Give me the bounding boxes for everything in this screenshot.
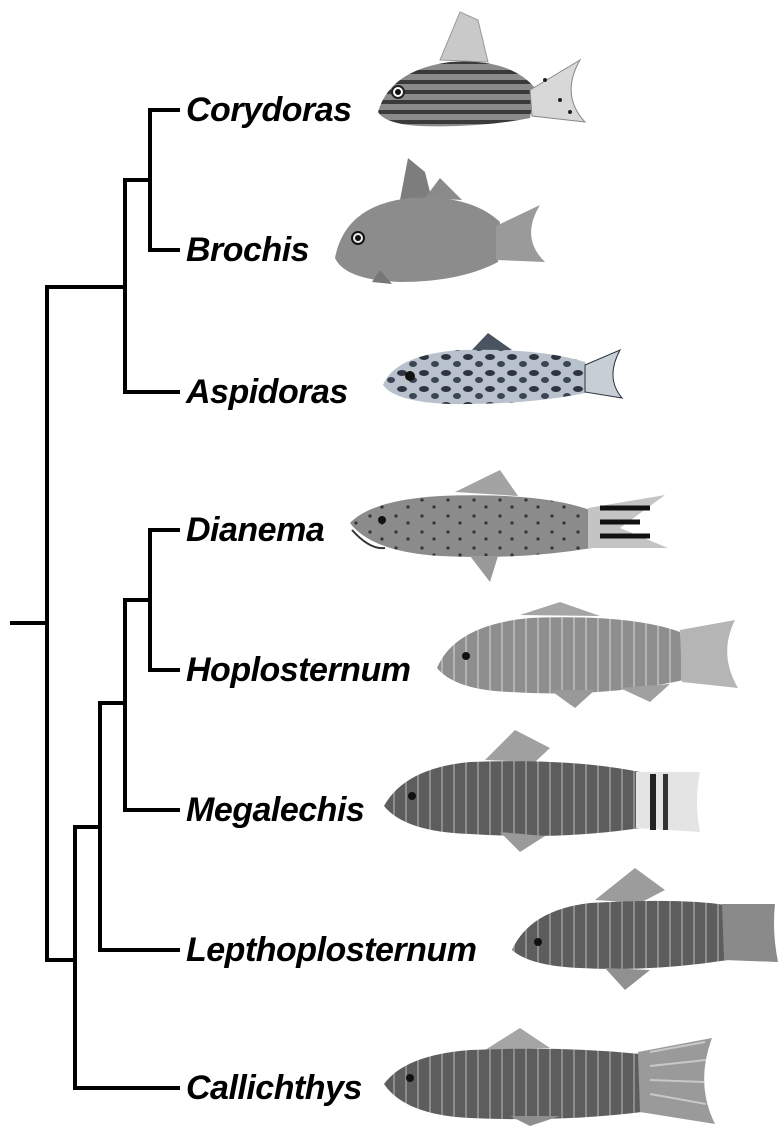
taxon-label-megalechis: Megalechis	[186, 792, 364, 828]
taxon-label-brochis: Brochis	[186, 232, 309, 268]
taxon-label-hoplosternum: Hoplosternum	[186, 652, 410, 688]
megalechis-fish-icon	[384, 730, 700, 852]
aspidoras-fish-icon	[383, 333, 622, 404]
taxon-label-lepthoplosternum: Lepthoplosternum	[186, 932, 476, 968]
taxon-label-aspidoras: Aspidoras	[186, 374, 348, 410]
callichthys-fish-icon	[384, 1028, 715, 1126]
taxon-label-callichthys: Callichthys	[186, 1070, 362, 1106]
lepthoplosternum-fish-icon	[512, 868, 778, 990]
taxon-label-dianema: Dianema	[186, 512, 324, 548]
dianema-fish-icon	[350, 470, 668, 582]
corydoras-fish-icon	[378, 12, 585, 126]
tree-branches	[12, 110, 178, 1088]
brochis-fish-icon	[335, 158, 545, 284]
taxon-label-corydoras: Corydoras	[186, 92, 352, 128]
hoplosternum-fish-icon	[437, 602, 738, 708]
